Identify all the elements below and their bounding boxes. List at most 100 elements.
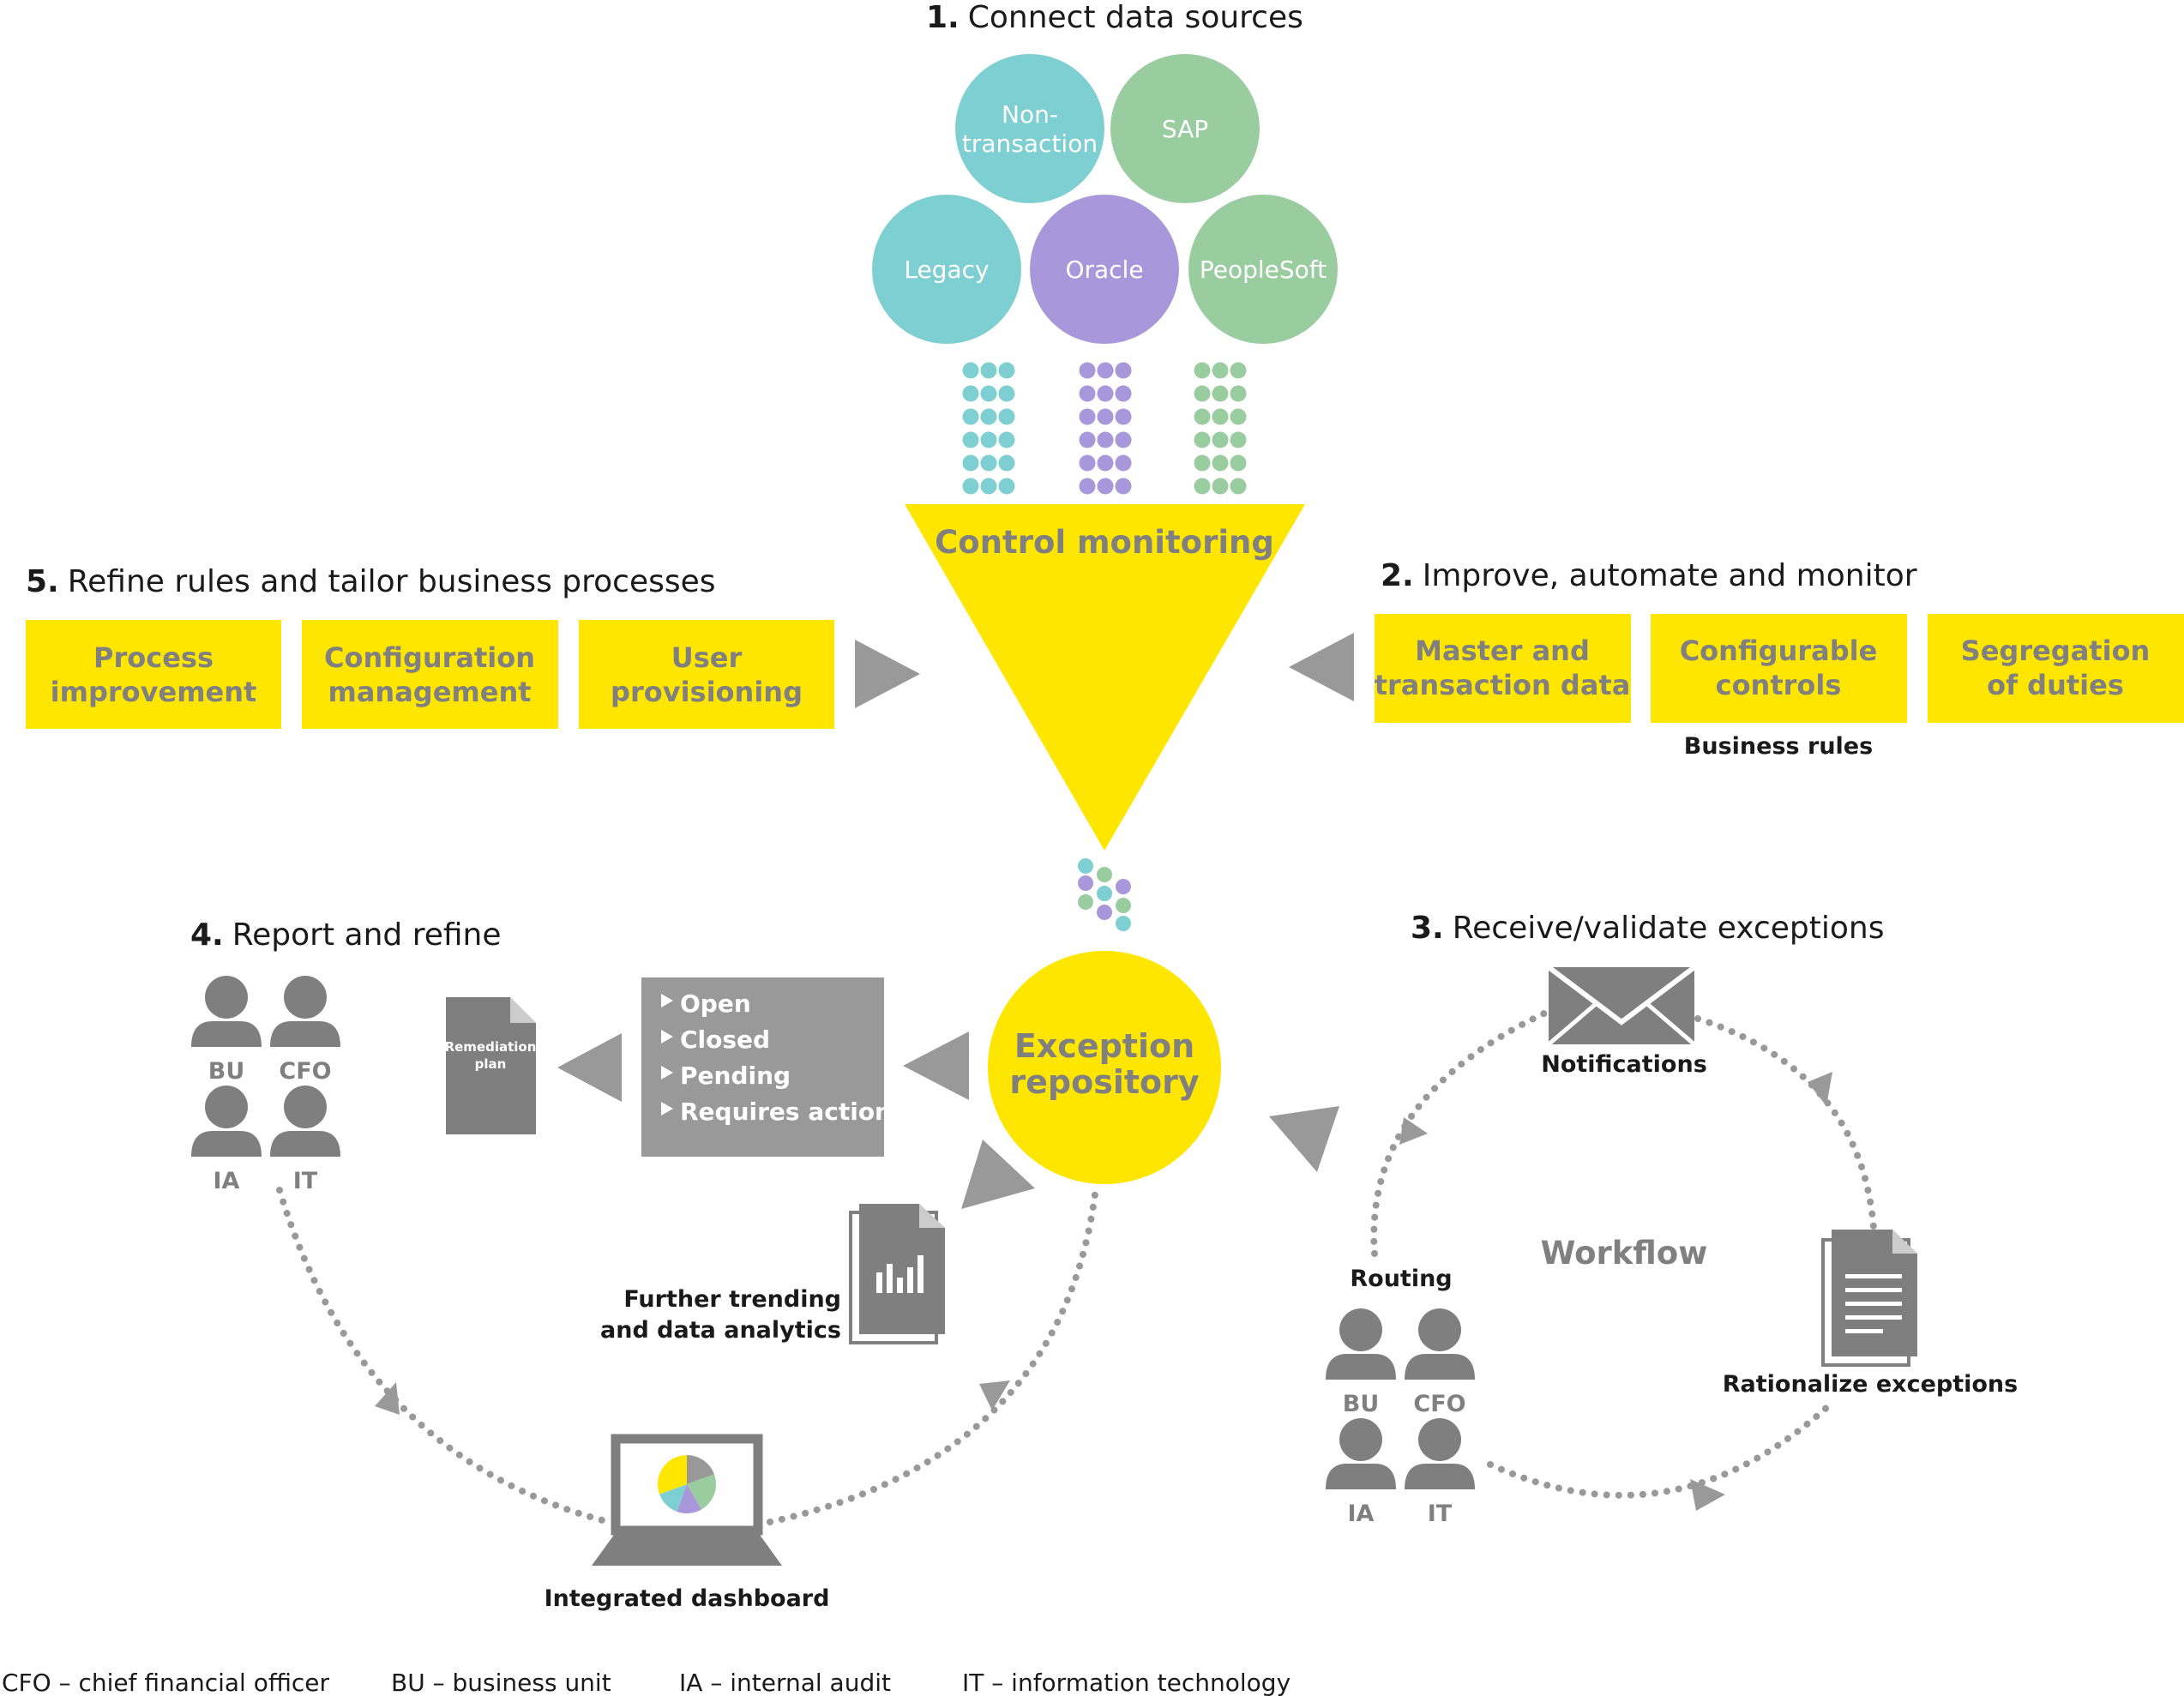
data-dot <box>980 454 997 472</box>
status-item: Open <box>680 989 751 1018</box>
pie-slice <box>658 1455 687 1495</box>
user-provisioning-label-1: User <box>671 641 743 674</box>
exception-repository-label-2: repository <box>1009 1063 1199 1101</box>
legend-cfo: CFO – chief financial officer <box>2 1669 330 1696</box>
legend-ia: IA – internal audit <box>679 1669 891 1696</box>
integrated-dashboard-label: Integrated dashboard <box>544 1585 830 1612</box>
status-item: Requires action <box>680 1098 892 1126</box>
data-dot <box>998 478 1015 495</box>
arrow-down-icon <box>1399 1117 1428 1145</box>
segregation-label-2: of duties <box>1987 669 2124 701</box>
arrow-left-icon <box>903 1031 969 1100</box>
data-dot <box>962 478 979 495</box>
data-dot <box>1115 454 1132 472</box>
data-dot <box>1230 408 1247 425</box>
data-source-circle <box>1188 195 1338 344</box>
pie-slice <box>687 1455 714 1484</box>
bullet-triangle-icon <box>661 1102 673 1116</box>
configuration-management-label-1: Configuration <box>324 641 535 674</box>
exception-dots <box>1078 858 1131 931</box>
data-dot <box>1079 454 1096 472</box>
data-dot <box>1115 478 1132 495</box>
notifications-label: Notifications <box>1541 1051 1707 1078</box>
user-provisioning-box <box>579 620 834 729</box>
analytics-document-icon <box>849 1204 945 1344</box>
improve-boxes: Master and transaction data Configurable… <box>1375 614 2184 723</box>
data-dot <box>1212 385 1229 402</box>
person-label: IA <box>214 1168 240 1194</box>
data-dot <box>1230 431 1247 448</box>
data-dot <box>1079 478 1096 495</box>
exception-status-list <box>641 977 884 1157</box>
person-label: IT <box>1428 1501 1453 1527</box>
bullet-triangle-icon <box>661 1066 673 1080</box>
master-data-label-2: transaction data <box>1375 669 1631 701</box>
arrow-left-icon <box>557 1033 622 1102</box>
arrow-left-icon <box>1289 633 1354 701</box>
exception-repository-circle <box>988 951 1221 1184</box>
notifications-envelope-icon <box>1547 965 1696 1046</box>
configurable-controls-label-2: controls <box>1716 669 1842 701</box>
master-data-label-1: Master and <box>1415 634 1590 667</box>
data-dot <box>1194 454 1211 472</box>
data-source-label: transaction <box>962 129 1098 158</box>
process-improvement-label-1: Process <box>93 641 214 674</box>
data-dot <box>1212 454 1229 472</box>
configurable-controls-box <box>1651 614 1907 723</box>
arrow-down-left-icon <box>961 1140 1035 1209</box>
person-icon <box>1326 1308 1396 1380</box>
dashboard-laptop-icon <box>592 1434 782 1566</box>
data-dot <box>1097 362 1114 379</box>
data-dot <box>1079 431 1096 448</box>
configuration-management-box <box>302 620 558 729</box>
data-dot <box>1115 431 1132 448</box>
workflow-label: Workflow <box>1541 1235 1708 1272</box>
master-data-box <box>1375 614 1631 723</box>
bullet-triangle-icon <box>661 1030 673 1043</box>
data-dot <box>1079 385 1096 402</box>
data-stream-dots <box>962 362 1247 495</box>
trending-label-2: and data analytics <box>600 1317 841 1344</box>
person-label: CFO <box>279 1058 331 1085</box>
person-icon <box>1405 1308 1475 1380</box>
workflow-loop-left <box>1370 1008 1551 1257</box>
data-dot <box>1230 478 1247 495</box>
data-dot <box>998 385 1015 402</box>
data-source-circle <box>872 195 1021 344</box>
arrow-right-icon <box>1690 1479 1725 1511</box>
data-dot <box>1097 478 1114 495</box>
data-dot <box>980 385 997 402</box>
data-dot <box>1115 362 1132 379</box>
remediation-plan-document: Remediation plan <box>445 997 536 1134</box>
data-source-label: PeopleSoft <box>1200 256 1327 284</box>
person-icon <box>1405 1418 1475 1489</box>
data-dot <box>1194 385 1211 402</box>
status-item: Closed <box>680 1025 770 1054</box>
data-source-label: Oracle <box>1065 256 1143 284</box>
data-dot <box>1097 431 1114 448</box>
data-dot <box>980 431 997 448</box>
person-icon <box>191 1086 262 1157</box>
legend-bu: BU – business unit <box>391 1669 611 1696</box>
configuration-management-label-2: management <box>328 676 531 708</box>
data-dot <box>962 362 979 379</box>
step-1-heading: 1.Connect data sources <box>926 0 1303 35</box>
rationalize-label: Rationalize exceptions <box>1723 1371 2018 1398</box>
data-dot <box>998 431 1015 448</box>
process-improvement-box <box>26 620 281 729</box>
arrow-right-icon <box>855 640 920 708</box>
data-dot <box>1079 408 1096 425</box>
data-dot <box>1212 408 1229 425</box>
data-dot <box>998 454 1015 472</box>
arrow-down-icon <box>979 1380 1010 1410</box>
person-label: IA <box>1348 1501 1375 1527</box>
data-source-label: Legacy <box>904 256 989 284</box>
data-dot <box>980 478 997 495</box>
data-dot <box>1194 431 1211 448</box>
pie-slice <box>677 1484 701 1513</box>
data-dot <box>1194 362 1211 379</box>
routing-label: Routing <box>1350 1266 1452 1292</box>
data-dot <box>998 362 1015 379</box>
